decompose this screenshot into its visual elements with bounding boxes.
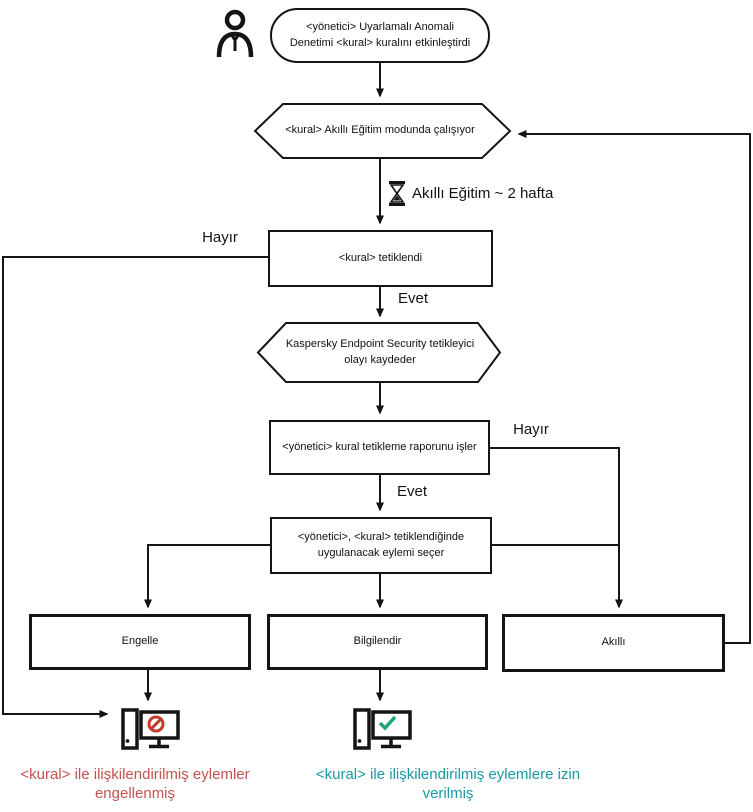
edge-label-evet-2: Evet [397,483,428,500]
node-action-smart-label: Akıllı [601,636,626,649]
hexagon-log-event [256,322,502,383]
node-action-inform: Bilgilendir [267,614,488,670]
computer-blocked-icon [121,708,180,750]
node-action-block-label: Engelle [121,635,159,648]
computer-allowed-icon [353,708,412,750]
hexagon-training-mode [253,103,512,159]
edge-label-hayir-2: Hayır [513,421,549,438]
edge-report-no [490,447,623,609]
training-duration-label: Akıllı Eğitim ~ 2 hafta [412,185,554,202]
node-choose-action-label: <yönetici>, <kural> tetiklendiğinde uygu… [297,530,465,559]
prohibition-icon [147,715,165,733]
check-icon [378,715,397,731]
hourglass-icon [389,181,405,206]
node-training-mode-label: <kural> Akıllı Eğitim modunda çalışıyor [285,124,475,137]
edge-label-evet-1: Evet [398,290,429,307]
edge-rule-no-loop [2,256,268,718]
node-rule-triggered: <kural> tetiklendi [268,230,493,287]
node-action-inform-label: Bilgilendir [353,635,402,648]
result-allowed-text: <kural> ile ilişkilendirilmiş eylemlere … [315,766,581,802]
node-action-smart: Akıllı [502,614,725,672]
node-process-report: <yönetici> kural tetikleme raporunu işle… [269,420,490,475]
node-choose-action: <yönetici>, <kural> tetiklendiğinde uygu… [270,517,492,574]
node-training-mode: <kural> Akıllı Eğitim modunda çalışıyor [268,104,492,158]
node-rule-triggered-label: <kural> tetiklendi [338,251,423,264]
edge-choose-left [144,544,270,609]
edge-smart-feedback [517,130,751,644]
node-log-event-label: Kaspersky Endpoint Security tetikleyici … [285,337,475,366]
edge-label-hayir-1: Hayır [202,229,238,246]
node-process-report-label: <yönetici> kural tetikleme raporunu işle… [282,440,477,453]
node-action-block: Engelle [29,614,251,670]
person-icon [216,9,254,58]
node-start-event: <yönetici> Uyarlamalı Anomali Denetimi <… [270,8,490,63]
node-start-event-label: <yönetici> Uyarlamalı Anomali Denetimi <… [289,20,471,49]
result-blocked-text: <kural> ile ilişkilendirilmiş eylemler e… [20,766,250,802]
node-log-event: Kaspersky Endpoint Security tetikleyici … [276,324,484,381]
